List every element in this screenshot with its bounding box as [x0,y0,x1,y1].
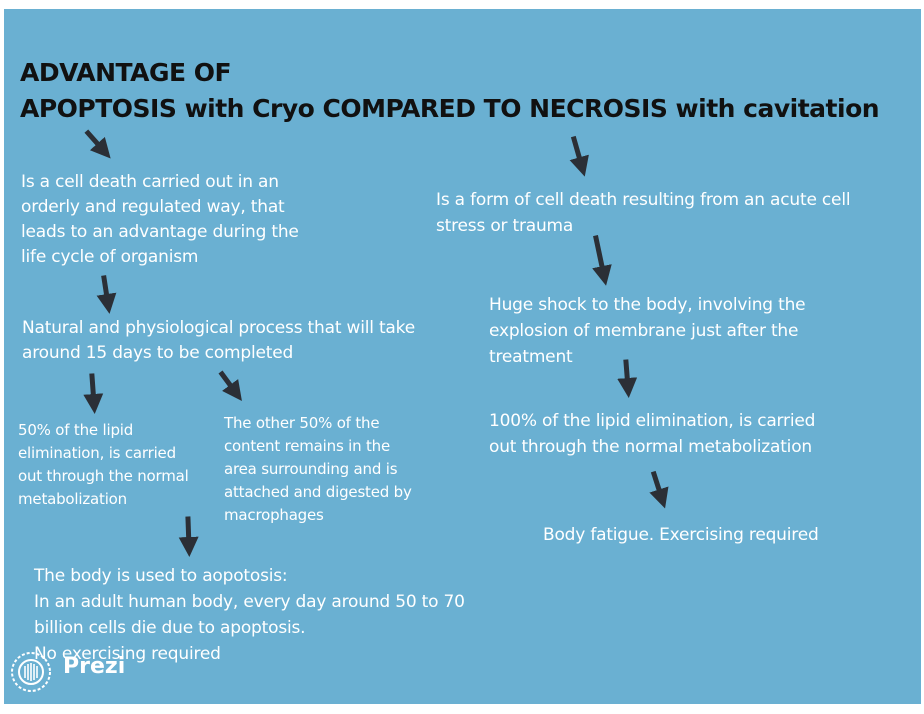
arrow-elimination-to-conclusion [649,470,669,509]
necrosis-shock: Huge shock to the body, involving the ex… [489,295,806,367]
apoptosis-branch-macrophages: The other 50% of the content remains in … [224,414,412,524]
arrow-branch-to-conclusion [178,516,199,557]
arrow-shock-to-elimination [617,359,638,398]
arrow-right-definition-to-shock [592,235,612,286]
necrosis-conclusion: Body fatigue. Exercising required [543,525,819,545]
apoptosis-definition: Is a cell death carried out in an orderl… [21,172,299,267]
apoptosis-process: Natural and physiological process that w… [22,318,415,363]
arrow-title-to-left-definition [84,129,111,159]
apoptosis-conclusion: The body is used to aopotosis: In an adu… [34,566,465,664]
necrosis-definition: Is a form of cell death resulting from a… [436,190,851,236]
apoptosis-branch-lipid-elimination: 50% of the lipid elimination, is carried… [18,421,189,508]
slide-title: ADVANTAGE OF APOPTOSIS with Cryo COMPARE… [20,55,880,127]
title-line-1: ADVANTAGE OF [20,58,232,87]
necrosis-lipid-elimination: 100% of the lipid elimination, is carrie… [489,411,816,457]
arrow-left-definition-to-process [96,275,117,314]
slide-canvas [4,9,921,704]
prezi-logo-icon [11,652,51,692]
arrow-process-to-branch-b [218,370,242,402]
arrow-process-to-branch-a [83,373,104,414]
arrow-title-to-right-definition [569,135,589,177]
prezi-logo: Prezi [5,646,125,694]
title-line-2: APOPTOSIS with Cryo COMPARED TO NECROSIS… [20,94,880,123]
prezi-logo-text: Prezi [63,654,126,679]
